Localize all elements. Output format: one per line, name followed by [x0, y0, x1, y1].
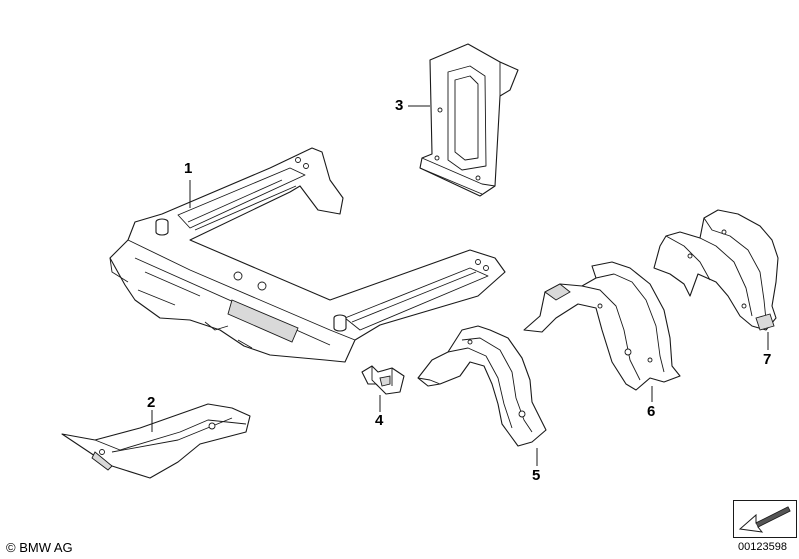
- diagram-id: 00123598: [738, 541, 787, 553]
- part-5-arch[interactable]: [417, 325, 547, 447]
- part-2-shield[interactable]: [61, 403, 251, 479]
- callout-6[interactable]: 6: [647, 403, 656, 420]
- part-7-rear-arch[interactable]: [653, 209, 779, 331]
- part-3-bracket[interactable]: [419, 43, 519, 197]
- part-1-frame[interactable]: [109, 147, 506, 363]
- callout-1[interactable]: 1: [184, 160, 193, 177]
- callout-7[interactable]: 7: [763, 351, 772, 368]
- copyright-text: © BMW AG: [6, 540, 73, 555]
- callout-5[interactable]: 5: [532, 467, 541, 484]
- callout-4[interactable]: 4: [375, 412, 384, 429]
- part-4-clip[interactable]: [361, 365, 405, 395]
- arrow-down-left-icon: [738, 506, 791, 533]
- part-6-housing[interactable]: [523, 261, 681, 391]
- navigation-button[interactable]: [733, 500, 797, 538]
- callout-3[interactable]: 3: [395, 97, 404, 114]
- callout-2[interactable]: 2: [147, 394, 156, 411]
